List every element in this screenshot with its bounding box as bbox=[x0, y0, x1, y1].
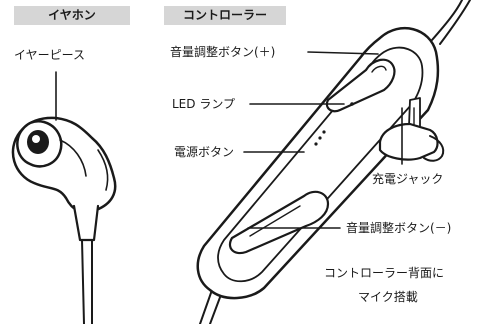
led-lamp-label: LED ランプ bbox=[172, 97, 235, 111]
controller-header: コントローラー bbox=[164, 6, 286, 25]
earphone-drawing bbox=[11, 116, 117, 324]
controller-drawing bbox=[196, 0, 471, 324]
power-button-label: 電源ボタン bbox=[174, 145, 235, 159]
mic-note-line2: マイク搭載 bbox=[358, 290, 418, 304]
earphone-header: イヤホン bbox=[14, 6, 130, 25]
volume-down-label: 音量調整ボタン(－) bbox=[346, 221, 452, 235]
volume-up-label: 音量調整ボタン(＋) bbox=[170, 45, 276, 59]
leader-lines bbox=[55, 51, 403, 229]
mic-note-line1: コントローラー背面に bbox=[324, 266, 445, 280]
earpiece-label: イヤーピース bbox=[14, 48, 86, 62]
charge-jack-label: 充電ジャック bbox=[372, 172, 444, 186]
